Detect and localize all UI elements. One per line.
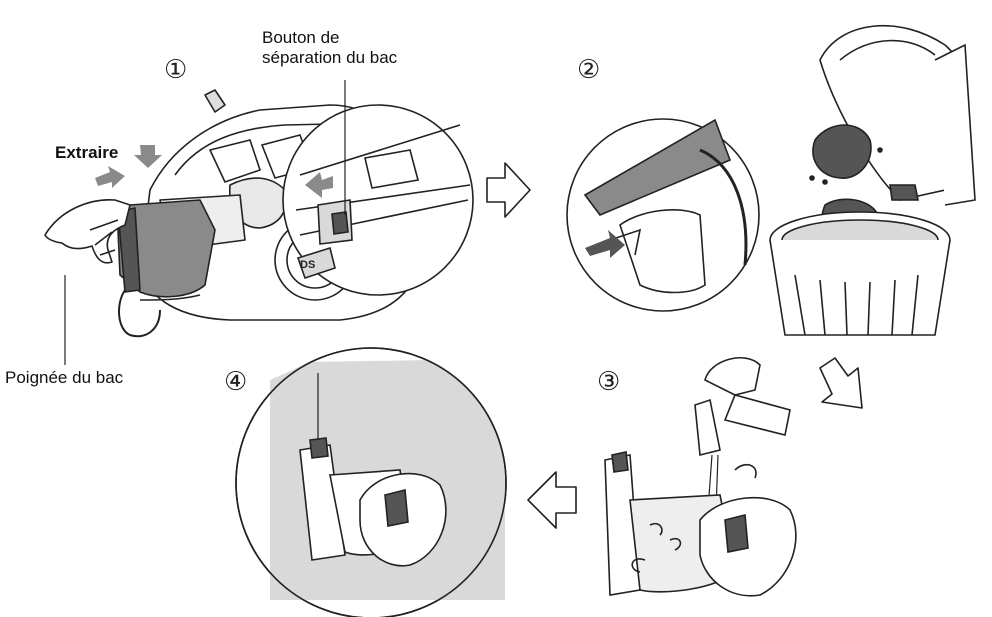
bin-handle-label: Poignée du bac <box>5 368 124 387</box>
flow-arrow-right <box>486 162 531 218</box>
flow-arrow-left <box>527 471 577 529</box>
step-number-2: ② <box>577 55 601 85</box>
step-number-4: ④ <box>224 367 248 397</box>
step-number-3: ③ <box>597 367 621 397</box>
extract-label: Extraire <box>55 143 119 162</box>
svg-text:DS: DS <box>300 259 315 271</box>
step4-illustration <box>235 347 507 617</box>
step2-trash-illustration <box>769 25 976 336</box>
step-number-1: ① <box>164 55 188 85</box>
flow-arrow-down-right <box>819 357 863 409</box>
step1-zoom-detail: DS <box>282 80 474 296</box>
step3-illustration <box>604 356 797 597</box>
release-button-label-line2: séparation du bac <box>262 48 398 67</box>
step2-zoom-detail <box>566 118 760 312</box>
release-button-label-line1: Bouton de <box>262 28 340 47</box>
